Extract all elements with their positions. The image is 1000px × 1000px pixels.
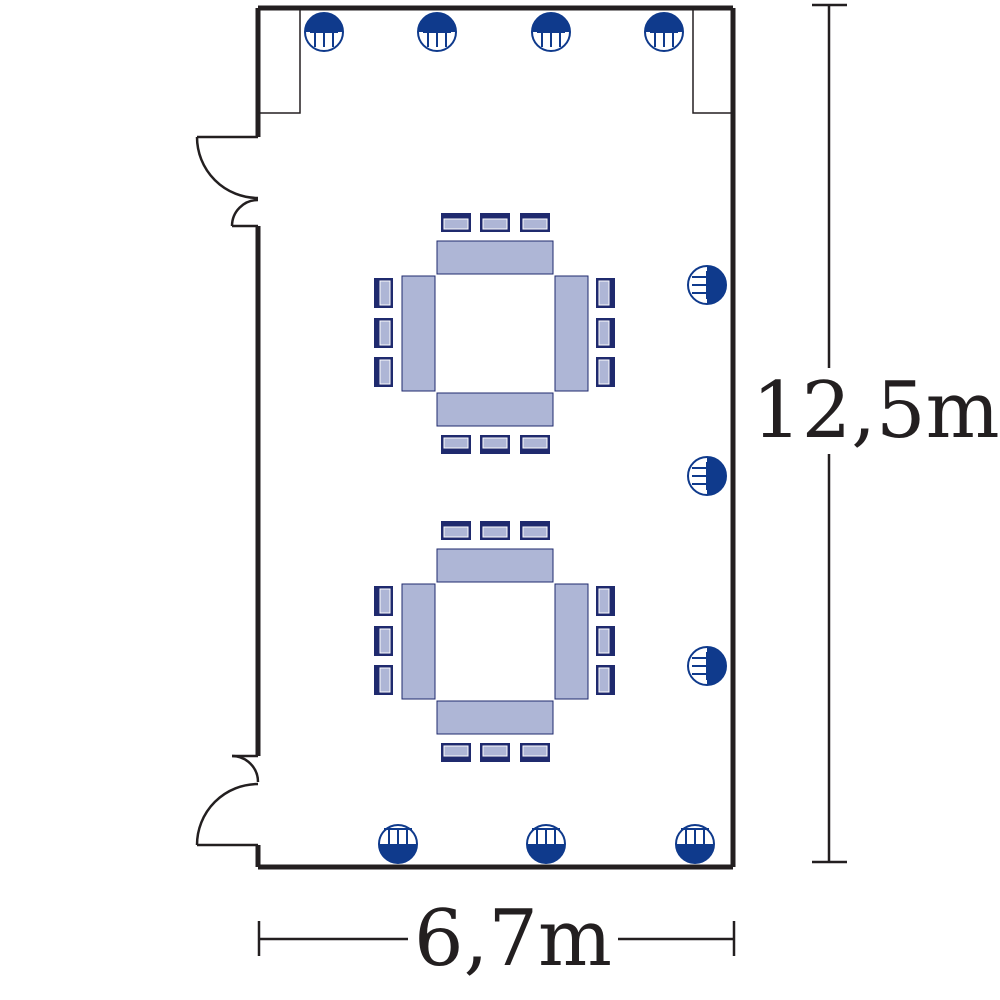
chair-icon (374, 626, 393, 656)
door-icon (195, 754, 260, 847)
chair-icon (480, 521, 510, 540)
chair-icon (596, 586, 615, 616)
chair-icon (374, 278, 393, 308)
table-icon (554, 583, 589, 700)
table-icon (436, 240, 554, 275)
table-icon (401, 275, 436, 392)
door-icon (195, 135, 259, 228)
floor-outlet-icon (304, 12, 344, 52)
table-icon (436, 392, 554, 427)
table-icon (554, 275, 589, 392)
chair-icon (596, 665, 615, 695)
chair-icon (374, 665, 393, 695)
chair-icon (520, 743, 550, 762)
width-dimension-label: 6,7m (408, 900, 619, 978)
chair-icon (374, 318, 393, 348)
table-icon (436, 548, 554, 583)
chair-icon (520, 435, 550, 454)
chair-icon (596, 318, 615, 348)
table-icon (401, 583, 436, 700)
floor-outlet-icon (417, 12, 457, 52)
corner-cabinet-left (258, 8, 301, 114)
chair-icon (441, 213, 471, 232)
chair-icon (480, 435, 510, 454)
floor-outlet-icon (531, 12, 571, 52)
chair-icon (596, 357, 615, 387)
furniture-layer (374, 213, 615, 762)
chair-icon (596, 278, 615, 308)
chair-icon (441, 743, 471, 762)
floor-outlet-icon (687, 265, 727, 305)
chair-icon (596, 626, 615, 656)
height-dimension-label: 12,5m (752, 366, 1000, 456)
floor-outlet-icon (644, 12, 684, 52)
chair-icon (374, 357, 393, 387)
floor-outlet-icon (675, 824, 715, 864)
chair-icon (480, 743, 510, 762)
room-walls (255, 5, 736, 870)
chair-icon (441, 435, 471, 454)
floor-outlet-icon (526, 824, 566, 864)
floor-outlet-icon (687, 646, 727, 686)
corner-cabinet-right (692, 8, 733, 114)
outlets-layer (304, 12, 727, 864)
chair-icon (374, 586, 393, 616)
table-icon (436, 700, 554, 735)
chair-icon (441, 521, 471, 540)
chair-icon (480, 213, 510, 232)
chair-icon (520, 213, 550, 232)
chair-icon (520, 521, 550, 540)
floor-outlet-icon (687, 456, 727, 496)
floor-outlet-icon (378, 824, 418, 864)
